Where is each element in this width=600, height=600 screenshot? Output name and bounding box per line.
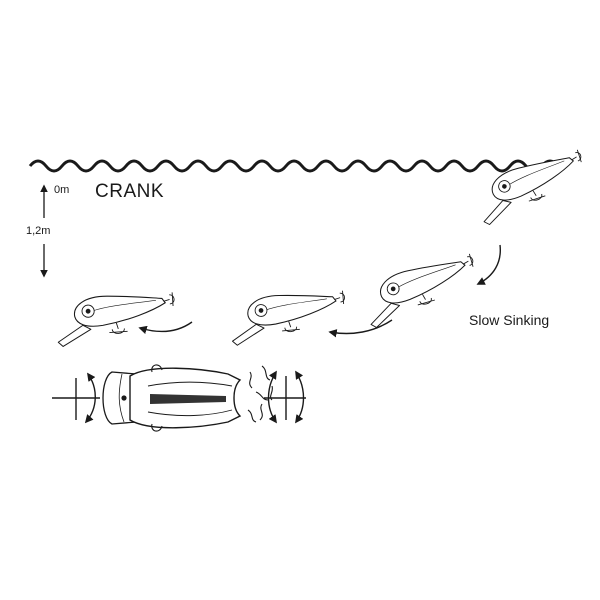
action-label: Slow Sinking [469, 312, 550, 328]
depth-max-label: 1,2m [26, 225, 51, 237]
motion-arrow-curve-2 [328, 319, 393, 338]
lure-top-view [52, 364, 306, 432]
motion-arrow-curve-1 [476, 244, 501, 285]
water-surface-wave [28, 159, 560, 173]
wobble-rotation-arrow-right [267, 370, 277, 424]
lure-diving-position [359, 252, 484, 330]
wobble-rotation-arrow-left [84, 372, 96, 424]
motion-arrow-curve-3 [138, 321, 193, 334]
diagram-title: CRANK [95, 181, 165, 202]
lure-mid-position [228, 289, 349, 347]
depth-top-label: 0m [54, 184, 70, 196]
lure-deep-position [54, 290, 178, 348]
lure-surface-position [471, 148, 593, 227]
